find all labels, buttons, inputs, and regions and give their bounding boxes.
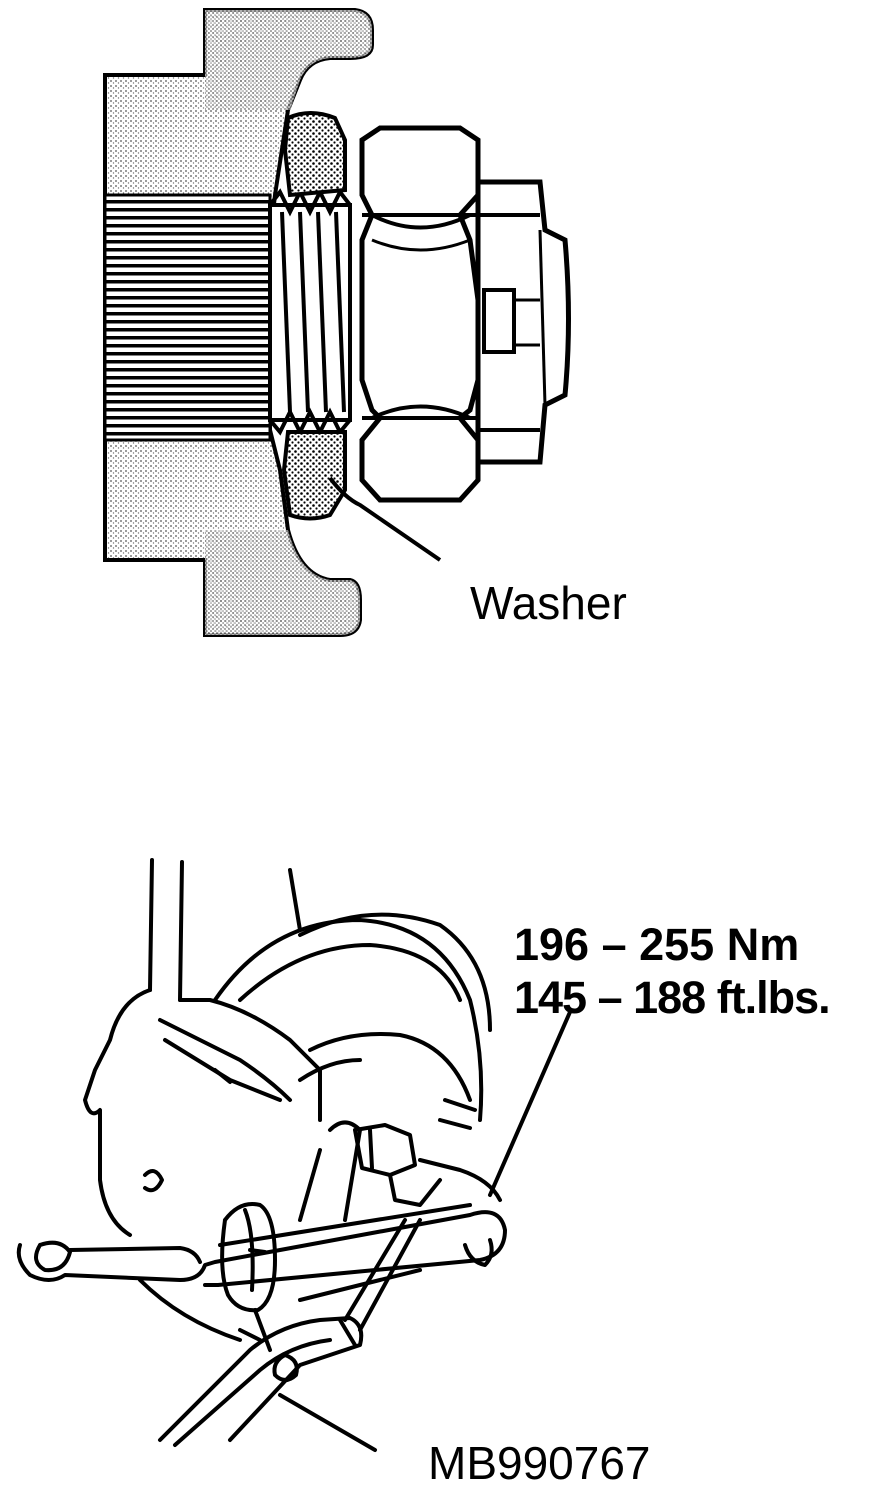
- wrench-dial: [220, 1202, 277, 1313]
- special-tool: [158, 1316, 364, 1442]
- axle-shaft: [103, 193, 272, 442]
- torque-spec-nm: 196 – 255 Nm: [514, 919, 800, 970]
- washer-bottom: [281, 430, 347, 521]
- washer-top: [282, 111, 347, 198]
- steering-knuckle: [83, 988, 152, 1237]
- brake-disc: [213, 918, 484, 1122]
- cotter-pin: [482, 288, 516, 354]
- tool-part-number: MB990767: [428, 1437, 651, 1489]
- torque-spec-ftlbs: 145 – 188 ft.lbs.: [514, 972, 831, 1023]
- washer-leader-line: [328, 476, 442, 562]
- torque-leader-line: [488, 1010, 572, 1197]
- washer-label: Washer: [470, 577, 627, 629]
- torque-wrench: [16, 1210, 507, 1287]
- hub-nut-cross-section: [103, 8, 571, 637]
- tool-leader-line: [278, 1393, 377, 1452]
- socket: [328, 1120, 362, 1222]
